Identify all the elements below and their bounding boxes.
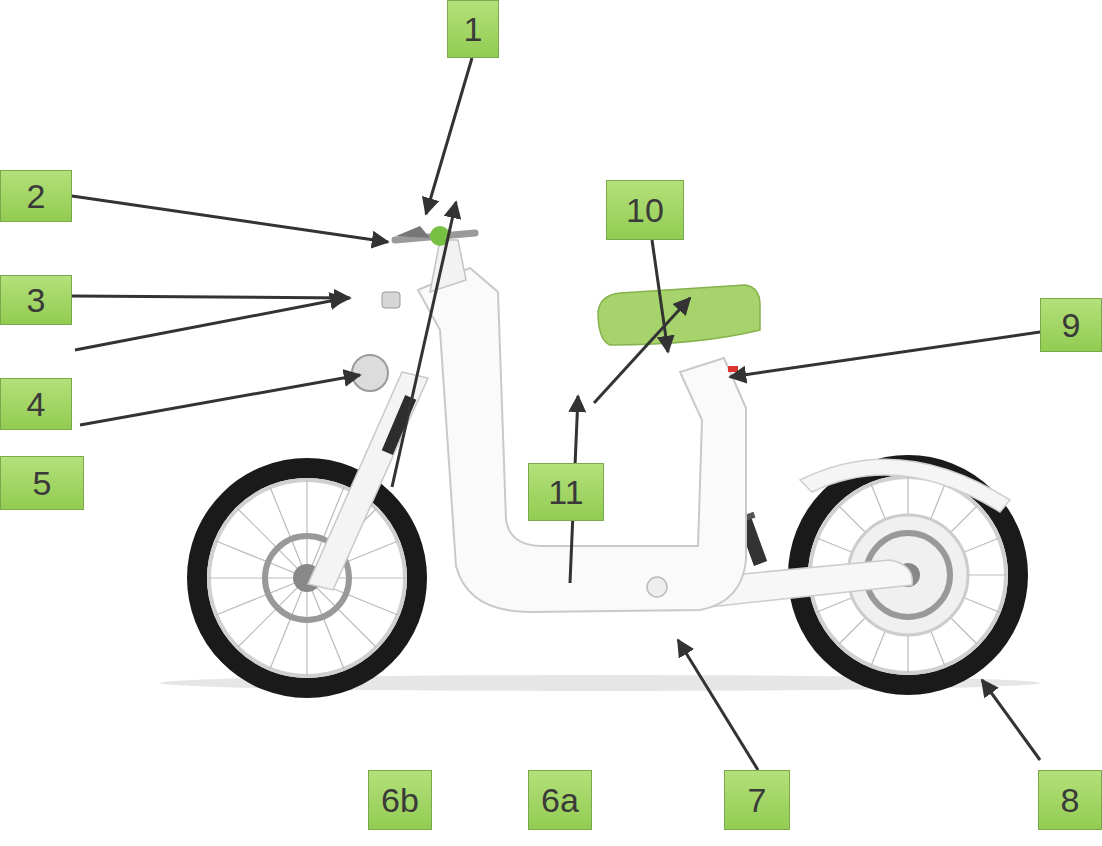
callout-box: 5 [0,456,84,510]
callout-box: 9 [1040,298,1102,352]
callout-number: 1 [464,10,483,49]
callout-box: 8 [1038,770,1102,830]
callout-number: 7 [748,781,767,820]
callout-box: 2 [0,170,72,222]
callout-number: 6b [381,781,419,820]
headlight [352,355,388,391]
callout-number: 8 [1061,781,1080,820]
leader-lines [72,58,1102,770]
callout-box: 1 [447,0,499,58]
seat [598,285,760,345]
callout-box: 7 [724,770,790,830]
callout-box: 6a [528,770,592,830]
front-wheel [197,468,417,688]
callout-number: 11 [548,473,583,512]
callout-number: 5 [33,464,52,503]
callout-number: 3 [27,281,46,320]
callout-number: 6a [541,781,579,820]
callout-number: 2 [27,177,46,216]
callout-box: 11 [528,463,604,521]
callout-number: 10 [626,191,664,230]
brake-lever [396,226,430,238]
indicator-light [382,292,400,308]
callout-box: 6b [368,770,432,830]
callout-box: 3 [0,275,72,325]
callout-number: 9 [1062,306,1081,345]
callout-box: 4 [0,378,72,430]
callout-box: 10 [606,180,684,240]
tail-light [728,366,738,372]
stem [430,240,466,292]
rear-fender [800,459,1010,512]
frame-bolt [647,577,667,597]
callout-number: 4 [27,385,46,424]
